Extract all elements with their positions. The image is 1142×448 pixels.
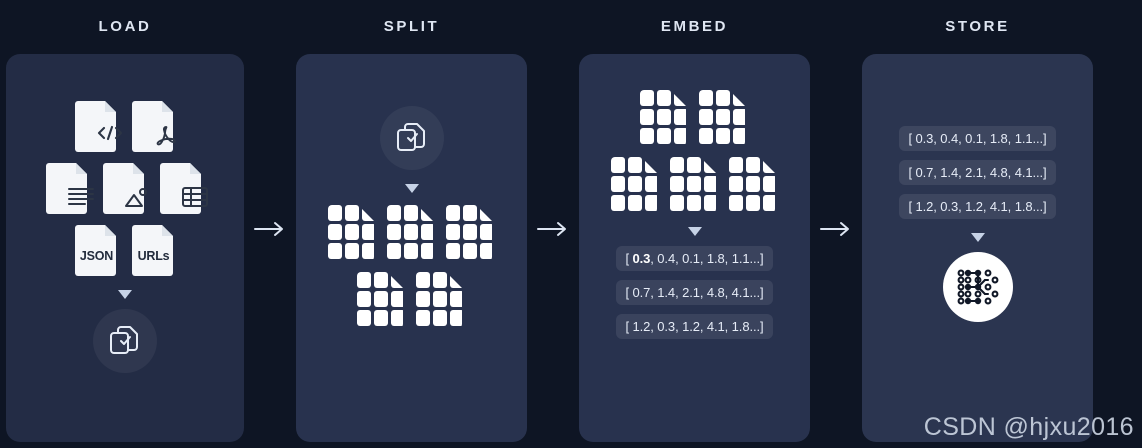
vector-rest: 1.2, 0.3, 1.2, 4.1, 1.8...] [632, 319, 764, 334]
split-chunk-row [357, 270, 466, 328]
stage-store-card: [ 0.3, 0.4, 0.1, 1.8, 1.1...] [ 0.7, 1.4… [862, 54, 1093, 442]
json-file-label: JSON [79, 249, 114, 263]
stage-embed-card: [ 0.3, 0.4, 0.1, 1.8, 1.1...] [ 0.7, 1.4… [579, 54, 810, 442]
flow-down-arrow-store [970, 233, 985, 242]
vector-prefix: [ [625, 251, 633, 266]
vector-pill: [ 0.7, 1.4, 2.1, 4.8, 4.1...] [899, 160, 1056, 185]
urls-file-icon: URLs [131, 222, 177, 276]
embed-vector-list: [ 0.3, 0.4, 0.1, 1.8, 1.1...] [ 0.7, 1.4… [587, 246, 802, 339]
vector-prefix: [ [625, 285, 633, 300]
document-check-icon [93, 309, 157, 373]
stage-store-title: STORE [945, 18, 1010, 35]
chunk-icon [728, 157, 775, 211]
table-file-icon [159, 160, 208, 214]
vector-pill: [ 1.2, 0.3, 1.2, 4.1, 1.8...] [899, 194, 1056, 219]
load-file-row: JSON URLs [74, 222, 177, 276]
code-file-icon [74, 98, 122, 152]
stage-split: SPLIT [296, 0, 527, 448]
load-file-row [45, 160, 208, 214]
stage-load-title: LOAD [98, 18, 152, 35]
json-file-icon: JSON [74, 222, 120, 276]
chunk-icon [357, 272, 403, 326]
flow-down-arrow-embed [687, 227, 702, 236]
chunk-icon [327, 205, 374, 259]
vector-prefix: [ [625, 319, 633, 334]
flow-down-arrow-load [118, 290, 132, 299]
embed-chunk-group [610, 88, 779, 213]
stage-embed-title: EMBED [660, 18, 729, 35]
csdn-watermark: CSDN @hjxu2016 [923, 413, 1134, 441]
arrow-embed-to-store [810, 0, 862, 448]
chunk-icon [640, 90, 686, 144]
load-file-row [74, 98, 177, 152]
split-chunk-group [327, 203, 496, 328]
vector-database-icon [942, 252, 1013, 322]
chunk-icon [669, 157, 716, 211]
embed-chunk-row [610, 155, 779, 213]
vector-highlight: 0.3 [632, 251, 651, 266]
vector-pill: [ 0.3, 0.4, 0.1, 1.8, 1.1...] [899, 126, 1056, 151]
split-chunk-row [327, 203, 496, 261]
urls-file-label: URLs [137, 249, 170, 263]
flow-down-arrow-split [404, 184, 419, 193]
embed-chunk-row [640, 88, 749, 146]
chunk-icon [416, 272, 462, 326]
vector-pill: [ 0.7, 1.4, 2.1, 4.8, 4.1...] [616, 280, 773, 305]
stage-store: STORE [ 0.3, 0.4, 0.1, 1.8, 1.1...] [ 0.… [862, 0, 1093, 448]
stage-split-title: SPLIT [383, 18, 440, 35]
stage-embed: EMBED [ 0.3, 0.4, 0.1, 1.8, 1.1...] [ 0.… [579, 0, 810, 448]
document-check-icon [379, 106, 444, 170]
stage-split-card [296, 54, 527, 442]
load-file-group: JSON URLs [45, 98, 208, 276]
vector-pill: [ 0.3, 0.4, 0.1, 1.8, 1.1...] [616, 246, 773, 271]
pdf-file-icon [131, 98, 177, 152]
chunk-icon [386, 205, 433, 259]
chunk-icon [699, 90, 745, 144]
arrow-split-to-embed [527, 0, 579, 448]
text-file-icon [45, 160, 94, 214]
stage-load-card: JSON URLs [6, 54, 244, 442]
image-file-icon [102, 160, 148, 214]
arrow-load-to-split [244, 0, 296, 448]
vector-pill: [ 1.2, 0.3, 1.2, 4.1, 1.8...] [616, 314, 773, 339]
chunk-icon [445, 205, 492, 259]
stage-load: LOAD [6, 0, 244, 448]
vector-rest: 0.7, 1.4, 2.1, 4.8, 4.1...] [632, 285, 764, 300]
chunk-icon [610, 157, 657, 211]
vector-rest: , 0.4, 0.1, 1.8, 1.1...] [650, 251, 764, 266]
store-vector-list: [ 0.3, 0.4, 0.1, 1.8, 1.1...] [ 0.7, 1.4… [870, 126, 1085, 219]
